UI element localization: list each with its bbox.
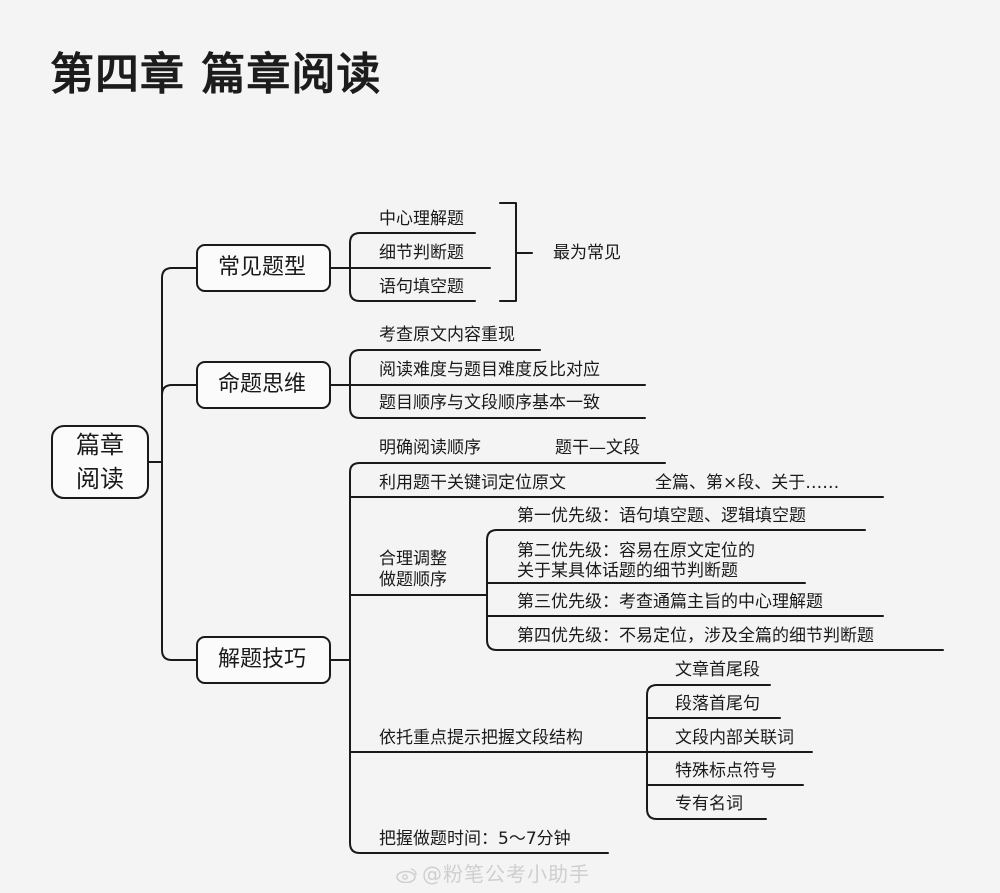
adjust-item: 第一优先级：语句填空题、逻辑填空题 (517, 506, 806, 526)
trunk-to-thinking (161, 384, 198, 463)
thinking-item: 考查原文内容重现 (379, 325, 515, 345)
structure-line-5 (646, 751, 767, 820)
structure-item: 文段内部关联词 (675, 728, 794, 748)
weibo-icon (396, 868, 417, 883)
skills-locate-note: 全篇、第×段、关于…… (655, 473, 840, 493)
node-skills-box (196, 636, 331, 684)
adjust-item: 第二优先级：容易在原文定位的 关于某具体话题的细节判断题 (517, 541, 755, 581)
types-item: 语句填空题 (379, 277, 464, 297)
adjust-line-1 (486, 529, 866, 596)
root-label-line2: 阅读 (76, 465, 124, 493)
skills-time-label: 把握做题时间：5～7分钟 (379, 829, 571, 849)
skills-adjust-label: 合理调整 做题顺序 (379, 549, 447, 591)
root-node: 篇章 阅读 (52, 428, 148, 496)
types-item: 细节判断题 (379, 243, 464, 263)
structure-item: 文章首尾段 (675, 660, 760, 680)
node-types-box (196, 244, 331, 292)
adjust-item-line2: 关于某具体话题的细节判断题 (517, 561, 738, 581)
root-label-line1: 篇章 (76, 431, 124, 459)
root-node-box (51, 425, 149, 499)
watermark-text: @粉笔公考小助手 (422, 862, 590, 886)
skills-adjust-line1: 合理调整 (379, 549, 447, 569)
skills-line-order (349, 462, 666, 661)
structure-item: 特殊标点符号 (675, 761, 777, 781)
skills-structure-label: 依托重点提示把握文段结构 (379, 728, 583, 748)
thinking-line-3 (349, 384, 646, 419)
node-types-label: 常见题型 (218, 255, 307, 280)
adjust-line-4 (486, 594, 944, 651)
types-item: 中心理解题 (379, 209, 464, 229)
page-title: 第四章 篇章阅读 (50, 49, 382, 100)
node-thinking-label: 命题思维 (218, 372, 307, 397)
structure-item: 专有名词 (675, 794, 743, 814)
types-bracket (499, 202, 517, 302)
adjust-item: 第三优先级：考查通篇主旨的中心理解题 (517, 592, 823, 612)
skills-adjust-line2: 做题顺序 (379, 570, 447, 590)
thinking-line-1 (349, 349, 541, 386)
thinking-item: 阅读难度与题目难度反比对应 (379, 360, 600, 380)
node-thinking-box (196, 361, 331, 409)
structure-item: 段落首尾句 (675, 694, 760, 714)
thinking-item: 题目顺序与文段顺序基本一致 (379, 393, 600, 413)
skills-order-note: 题干—文段 (555, 438, 640, 458)
adjust-item: 第四优先级：不易定位，涉及全篇的细节判断题 (517, 626, 874, 646)
types-line-3 (349, 267, 476, 302)
trunk-to-types (161, 267, 198, 463)
adjust-item-line1: 第二优先级：容易在原文定位的 (517, 541, 755, 561)
node-skills-label: 解题技巧 (218, 647, 307, 672)
trunk-to-skills (161, 461, 198, 661)
types-line-1 (349, 232, 476, 269)
watermark: @粉笔公考小助手 (396, 858, 590, 887)
types-bracket-note: 最为常见 (553, 243, 621, 263)
skills-locate-label: 利用题干关键词定位原文 (379, 473, 566, 493)
skills-line-time (349, 659, 609, 854)
skills-order-label: 明确阅读顺序 (379, 438, 481, 458)
structure-line-1 (646, 684, 771, 753)
